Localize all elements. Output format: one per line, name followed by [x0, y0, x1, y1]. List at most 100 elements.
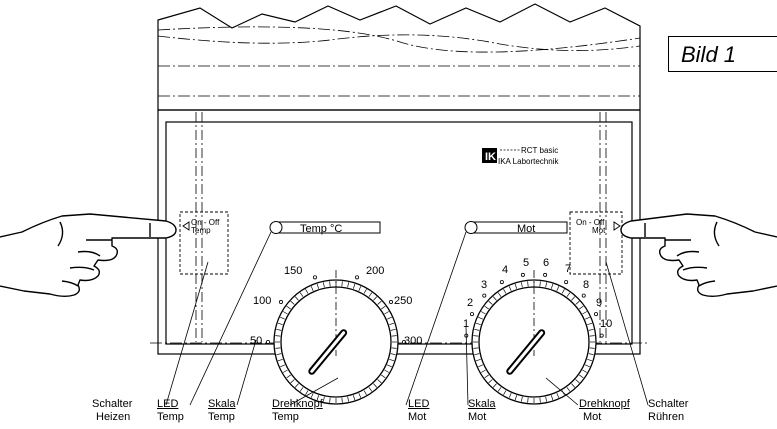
- switch-stir-line2: Mot: [592, 226, 606, 235]
- hand-left: [0, 213, 177, 297]
- knob-mot-grip: [550, 283, 554, 289]
- knob-temp-grip: [341, 397, 343, 403]
- led-temp: [269, 221, 283, 234]
- knob-mot-grip: [492, 296, 497, 301]
- knob-mot-grip: [571, 383, 576, 388]
- housing-top: [157, 3, 641, 111]
- knob-mot-scale-dot: [599, 333, 604, 338]
- knob-temp-grip: [390, 353, 396, 356]
- knob-temp-grip: [381, 374, 386, 379]
- knob-mot-grip: [566, 387, 571, 392]
- knob-mot-grip: [492, 383, 497, 388]
- scale-mot-5: 5: [523, 257, 529, 269]
- knob-temp-grip: [391, 335, 397, 337]
- knob-temp-grip: [275, 335, 281, 337]
- knob-mot-grip: [480, 311, 486, 315]
- knob-temp-grip: [368, 292, 373, 297]
- scale-mot-4: 4: [502, 264, 508, 276]
- brand-label: IKA Labortechnik: [498, 157, 559, 166]
- knob-temp-grip: [387, 316, 392, 320]
- callout-schalter-ruehren-1: Schalter: [648, 398, 689, 410]
- knob-mot-grip: [475, 322, 481, 326]
- scale-mot: 1 2 3 4 5 6 7 8 9 10: [463, 257, 612, 330]
- knob-temp-grip: [316, 283, 320, 289]
- knob-temp-grip: [286, 305, 291, 310]
- knob-mot-grip: [588, 353, 594, 356]
- scale-mot-2: 2: [467, 297, 473, 309]
- knob-temp-grip: [286, 374, 291, 379]
- knob-mot-grip: [474, 353, 480, 356]
- knob-temp-grip: [377, 300, 382, 305]
- knob-mot-grip: [545, 282, 548, 288]
- knob-mot-grip: [514, 395, 518, 401]
- knob-temp-grip: [310, 286, 314, 291]
- knob-mot-grip: [539, 281, 541, 287]
- knob-temp-grip: [358, 286, 362, 291]
- knob-mot-grip: [514, 283, 518, 289]
- knob-temp-grip: [352, 395, 356, 401]
- knob-mot-grip: [527, 281, 529, 287]
- knob-temp-grip: [373, 296, 378, 301]
- knob-temp-grip: [341, 281, 343, 287]
- knob-temp-scale-dot: [265, 339, 270, 344]
- scale-mot-1: 1: [463, 318, 469, 330]
- knob-temp-pointer-inner: [310, 331, 346, 373]
- callout-drehknopf-temp-2: Temp: [272, 411, 299, 423]
- knob-mot-grip: [478, 316, 483, 320]
- knob-mot-grip: [484, 305, 489, 310]
- knob-mot-grip: [587, 358, 593, 362]
- callout-led-temp-2: Temp: [157, 411, 184, 423]
- knob-temp-grip: [316, 395, 320, 401]
- knob-mot-scale-dot: [469, 312, 474, 317]
- callout-schalter-ruehren-2: Rühren: [648, 411, 685, 423]
- knob-temp-scale-dot: [312, 275, 317, 280]
- knob-mot-grip: [575, 300, 580, 305]
- knob-temp-grip: [277, 322, 283, 326]
- knob-mot-grip: [478, 364, 483, 368]
- housing-centerlines: [157, 26, 641, 97]
- switch-heat-line1: On - Off: [191, 218, 220, 227]
- knob-temp-grip: [299, 387, 304, 392]
- knob-temp-grip: [368, 387, 373, 392]
- callout-led-mot-2: Mot: [408, 411, 427, 423]
- knob-mot[interactable]: [464, 270, 604, 405]
- knob-temp-grip: [363, 288, 367, 294]
- switch-heat[interactable]: On - Off Temp: [179, 211, 229, 275]
- callout-skala-mot-1: Skala: [468, 398, 496, 410]
- knob-temp-scale-dot: [278, 300, 283, 305]
- switch-heat-line2: Temp: [191, 226, 211, 235]
- knob-mot-grip: [589, 335, 595, 337]
- knob-temp-grip: [352, 283, 356, 289]
- scale-temp: 50 100 150 200 250 300: [250, 265, 422, 347]
- knob-mot-grip: [566, 292, 571, 297]
- callout-skala-mot-2: Mot: [468, 411, 487, 423]
- callout-drehknopf-mot-2: Mot: [583, 411, 602, 423]
- knob-temp-grip: [347, 282, 350, 288]
- knob-temp-grip: [391, 347, 397, 349]
- leader-lines: [165, 231, 649, 406]
- scale-temp-300: 300: [404, 335, 422, 347]
- callout-led-temp-1: LED: [157, 398, 179, 410]
- indicator-mot-label: Mot: [517, 223, 535, 235]
- callout-schalter-heizen-2: Heizen: [96, 411, 131, 423]
- knob-mot-grip: [589, 347, 595, 349]
- knob-mot-scale-dot: [581, 293, 586, 298]
- knob-mot-grip: [579, 305, 584, 310]
- scale-mot-7: 7: [565, 263, 571, 275]
- scale-mot-8: 8: [583, 279, 589, 291]
- scale-temp-150: 150: [284, 265, 302, 277]
- knob-mot-pointer-inner: [508, 331, 544, 373]
- knob-temp-scale-dot: [401, 339, 406, 344]
- knob-temp-grip: [290, 379, 295, 384]
- knob-temp-grip: [290, 300, 295, 305]
- figure-label-box: Bild 1: [668, 36, 777, 72]
- knob-temp-grip: [389, 322, 395, 326]
- knob-temp-grip: [276, 328, 282, 331]
- knob-mot-grip: [545, 396, 548, 402]
- knob-temp[interactable]: [265, 270, 406, 405]
- knob-temp-grip: [299, 292, 304, 297]
- switch-stir[interactable]: On - Off Mot: [569, 211, 623, 275]
- knob-mot-grip: [474, 328, 480, 331]
- knob-mot-grip: [508, 393, 512, 398]
- callout-skala-temp-2: Temp: [208, 411, 235, 423]
